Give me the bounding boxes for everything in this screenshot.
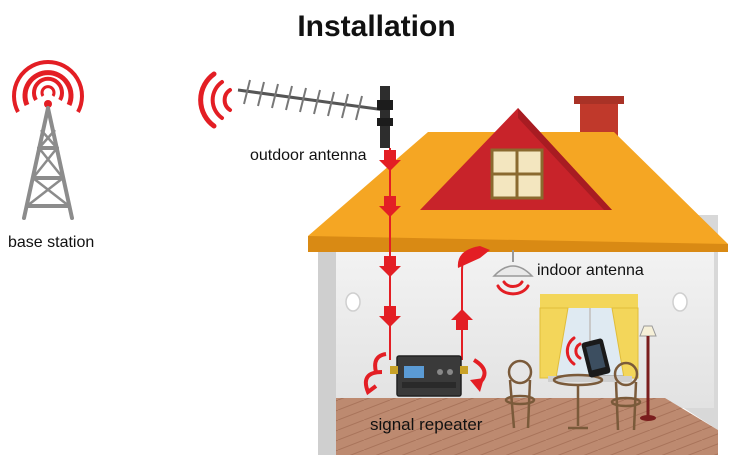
mobile-phone-icon — [565, 336, 611, 378]
ceiling-antenna-icon — [492, 250, 534, 296]
page-title: Installation — [297, 10, 456, 43]
arrow-down-icon — [379, 256, 401, 277]
bistro-table-and-chairs — [504, 359, 642, 431]
bistro-chair-icon — [504, 359, 536, 429]
arrow-down-icon — [379, 150, 401, 171]
bistro-table — [552, 373, 604, 430]
base-station-tower-icon — [12, 60, 84, 220]
base-station-label: base station — [8, 234, 95, 251]
wall-lamp-icon — [345, 292, 688, 312]
indoor-antenna-label: indoor antenna — [537, 262, 644, 279]
floor-lamp-icon — [639, 325, 657, 421]
tower-signal-rings — [12, 60, 84, 113]
bistro-chair-icon — [610, 361, 642, 431]
repeater-device-icon — [363, 352, 487, 397]
outdoor-antenna-label: outdoor antenna — [250, 147, 367, 164]
arrow-up-icon — [451, 309, 473, 330]
house-left-wall — [318, 232, 336, 455]
window-with-curtains — [539, 294, 639, 382]
signal-cable-down — [379, 148, 401, 360]
yagi-antenna-icon — [198, 71, 393, 148]
signal-repeater-label: signal repeater — [370, 415, 483, 434]
yagi-signal-waves — [198, 71, 232, 129]
arrow-down-icon — [379, 196, 401, 217]
curved-arrow-icon — [457, 246, 490, 268]
gable-window — [490, 148, 544, 200]
chimney — [580, 100, 618, 136]
signal-cable-up — [451, 246, 490, 360]
arrow-down-icon — [379, 306, 401, 327]
